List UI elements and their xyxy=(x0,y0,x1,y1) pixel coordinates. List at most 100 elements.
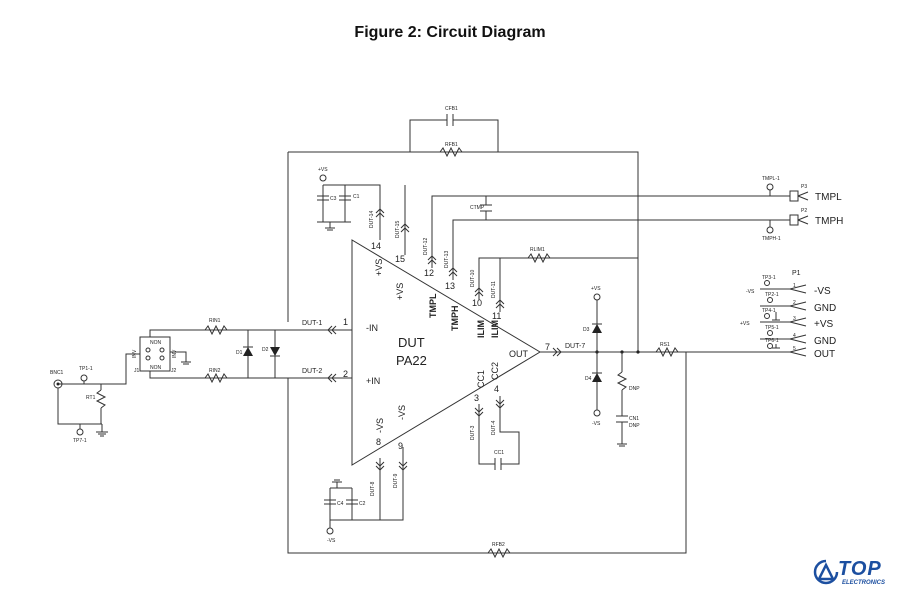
feedback-bottom: RFB2 xyxy=(287,352,687,559)
vs-neg-label-2: -VS xyxy=(592,421,601,427)
tp5-label: TP5-1 xyxy=(765,325,779,331)
cc1-label: CC1 xyxy=(494,450,504,456)
p1-row-gnd-2: GND xyxy=(814,336,836,347)
cn1-label: CN1 xyxy=(629,416,639,422)
p3-connector xyxy=(789,190,799,202)
rn1-resistor xyxy=(616,371,628,391)
d1-label: D1 xyxy=(236,350,243,356)
tp1-label: TP1-1 xyxy=(79,366,93,372)
pin-name-3: CC1 xyxy=(476,370,486,388)
pin-num-10: 10 xyxy=(472,298,482,308)
p1-row-out: OUT xyxy=(814,349,835,360)
pin-name-13: TMPH xyxy=(450,306,460,332)
switch-inv-label-2: INV xyxy=(172,349,178,358)
tmph-tp-label: TMPH-1 xyxy=(762,236,781,242)
net-dut15: DUT-15 xyxy=(395,221,401,238)
pin-name-9: -VS xyxy=(397,405,407,420)
bnc-label: BNC1 xyxy=(50,370,64,376)
pin-num-3: 3 xyxy=(474,393,479,403)
rin2-resistor xyxy=(204,372,228,384)
tp6-label: TP6-1 xyxy=(765,338,779,344)
switch-non-label-2: NON xyxy=(150,365,162,371)
c1-label: C1 xyxy=(353,194,360,200)
pin-num-2: 2 xyxy=(343,369,348,379)
pin-name-8: -VS xyxy=(375,418,385,433)
net-dut10: DUT-10 xyxy=(470,270,476,287)
rt1-label: RT1 xyxy=(86,395,96,401)
net-dut1: DUT-1 xyxy=(302,320,322,327)
net-dut8: DUT-8 xyxy=(370,481,376,496)
p3-label: P3 xyxy=(801,184,807,190)
net-dut9: DUT-9 xyxy=(393,473,399,488)
pin-num-9: 9 xyxy=(398,441,403,451)
rs1-resistor xyxy=(655,346,679,358)
tmpl-tp-label: TMPL-1 xyxy=(762,176,780,182)
feedback-top: CFB1 RFB1 xyxy=(287,106,639,352)
d1-diode xyxy=(243,347,253,356)
pin-name-7: OUT xyxy=(509,349,529,359)
supply-negative: -VS C4 C2 DUT-8 DUT-9 xyxy=(324,447,408,544)
d3-label: D3 xyxy=(583,327,590,333)
figure-title: Figure 2: Circuit Diagram xyxy=(354,24,546,41)
rn1-dnp: DNP xyxy=(629,386,640,392)
cfb1-label: CFB1 xyxy=(445,106,458,112)
pin-name-2: +IN xyxy=(366,376,380,386)
net-dut2: DUT-2 xyxy=(302,368,322,375)
pin-num-14: 14 xyxy=(371,241,381,251)
opamp-triangle xyxy=(351,239,541,466)
rfb1-label: RFB1 xyxy=(445,142,458,148)
pin-num-13: 13 xyxy=(445,281,455,291)
tp7-label: TP7-1 xyxy=(73,438,87,444)
input-network: RIN1 RIN2 DUT-1 DUT-2 D1 D2 NON NON INV … xyxy=(50,318,352,444)
rfb2-label: RFB2 xyxy=(492,542,505,548)
rt1-resistor xyxy=(95,389,107,409)
output-network: DUT-7 RS1 +VS D3 D4 -VS DNP CN1 DNP xyxy=(540,286,790,447)
pin-name-10: ILIM xyxy=(476,320,486,338)
pin-num-15: 15 xyxy=(395,254,405,264)
p1-pin-1: 1 xyxy=(793,283,796,289)
pin-num-4: 4 xyxy=(494,384,499,394)
j1-label: J1 xyxy=(134,368,140,374)
logo-triangle-icon xyxy=(813,559,839,585)
rlim1-resistor xyxy=(527,252,551,264)
tp3-label: TP3-1 xyxy=(762,275,776,281)
p2-connector xyxy=(789,214,799,226)
d4-label: D4 xyxy=(585,376,592,382)
p1-pin-4: 4 xyxy=(793,333,796,339)
tp4-label: TP4-1 xyxy=(762,308,776,314)
pin-name-4: CC2 xyxy=(490,362,500,380)
tp2-label: TP2-1 xyxy=(765,292,779,298)
ctmp-label: CTMP xyxy=(470,205,485,211)
logo-text: TOP xyxy=(838,558,882,580)
net-dut12: DUT-12 xyxy=(423,238,429,255)
pin-name-15: +VS xyxy=(395,283,405,300)
switch-non-label: NON xyxy=(150,340,162,346)
d2-diode xyxy=(270,347,280,356)
net-dut4: DUT-4 xyxy=(491,420,497,435)
vs-pos-label-1: +VS xyxy=(318,167,328,173)
p1-row-vs-neg: -VS xyxy=(814,286,831,297)
p1-row-gnd-1: GND xyxy=(814,303,836,314)
net-dut14: DUT-14 xyxy=(369,211,375,228)
pin-num-8: 8 xyxy=(376,437,381,447)
logo-subtext: ELECTRONICS xyxy=(842,580,886,586)
d2-label: D2 xyxy=(262,347,269,353)
c2-label: C2 xyxy=(359,501,366,507)
j2-label: J2 xyxy=(171,368,177,374)
net-dut7: DUT-7 xyxy=(565,343,585,350)
rfb1-resistor xyxy=(439,146,463,158)
vs-neg-label-1: -VS xyxy=(327,538,336,544)
rin1-label: RIN1 xyxy=(209,318,221,324)
opamp-name: DUT xyxy=(398,335,425,350)
pin-num-12: 12 xyxy=(424,268,434,278)
p1-pin-3: 3 xyxy=(793,316,796,322)
vs-pos-label-2: +VS xyxy=(591,286,601,292)
p1-pin-2: 2 xyxy=(793,300,796,306)
pin-num-1: 1 xyxy=(343,317,348,327)
net-dut3: DUT-3 xyxy=(470,425,476,440)
top-electronics-logo: TOP ELECTRONICS xyxy=(812,556,894,592)
c3-label: C3 xyxy=(330,196,337,202)
p1-pin-5: 5 xyxy=(793,346,796,352)
p1-side-vs-pos: +VS xyxy=(740,321,750,327)
